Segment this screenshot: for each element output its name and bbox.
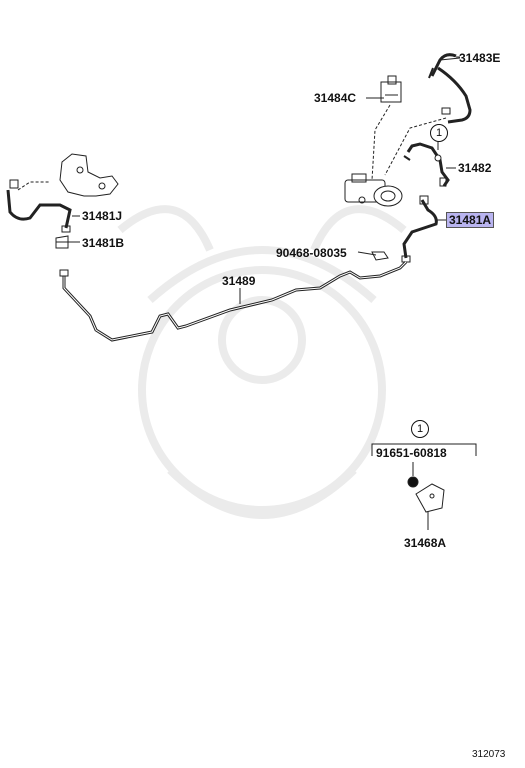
part-31482-line[interactable] [403,142,450,187]
watermark-emblem [117,205,407,519]
label-91651-60818[interactable]: 91651-60818 [376,446,447,460]
part-31468A-bracket[interactable] [415,483,445,513]
part-90468-08035-clip[interactable] [371,251,389,261]
part-31483E-hose[interactable] [428,53,472,124]
reference-circle-1: 1 [430,124,448,142]
leader-lines [68,57,461,530]
part-31481A-hose[interactable] [401,195,438,263]
part-31489-tube[interactable] [59,260,408,342]
label-31481A[interactable]: 31481A [446,212,495,228]
part-91651-60818-bolt[interactable] [407,476,419,488]
reference-circle-2: 1 [411,420,429,438]
label-31489[interactable]: 31489 [222,274,256,288]
part-31481J-line[interactable] [6,179,72,233]
label-31481J[interactable]: 31481J [82,209,123,223]
label-31483E[interactable]: 31483E [459,51,501,65]
label-90468-08035[interactable]: 90468-08035 [276,246,347,260]
part-31484C-bracket[interactable] [380,75,402,103]
label-31484C[interactable]: 31484C [314,91,357,105]
left-bracket-assembly[interactable] [59,153,119,197]
label-31481B[interactable]: 31481B [82,236,125,250]
part-31481B-clip[interactable] [55,235,69,249]
clutch-master-cylinder[interactable] [344,173,403,207]
label-31482[interactable]: 31482 [458,161,492,175]
label-31468A[interactable]: 31468A [404,536,447,550]
diagram-id: 312073 [472,749,506,760]
